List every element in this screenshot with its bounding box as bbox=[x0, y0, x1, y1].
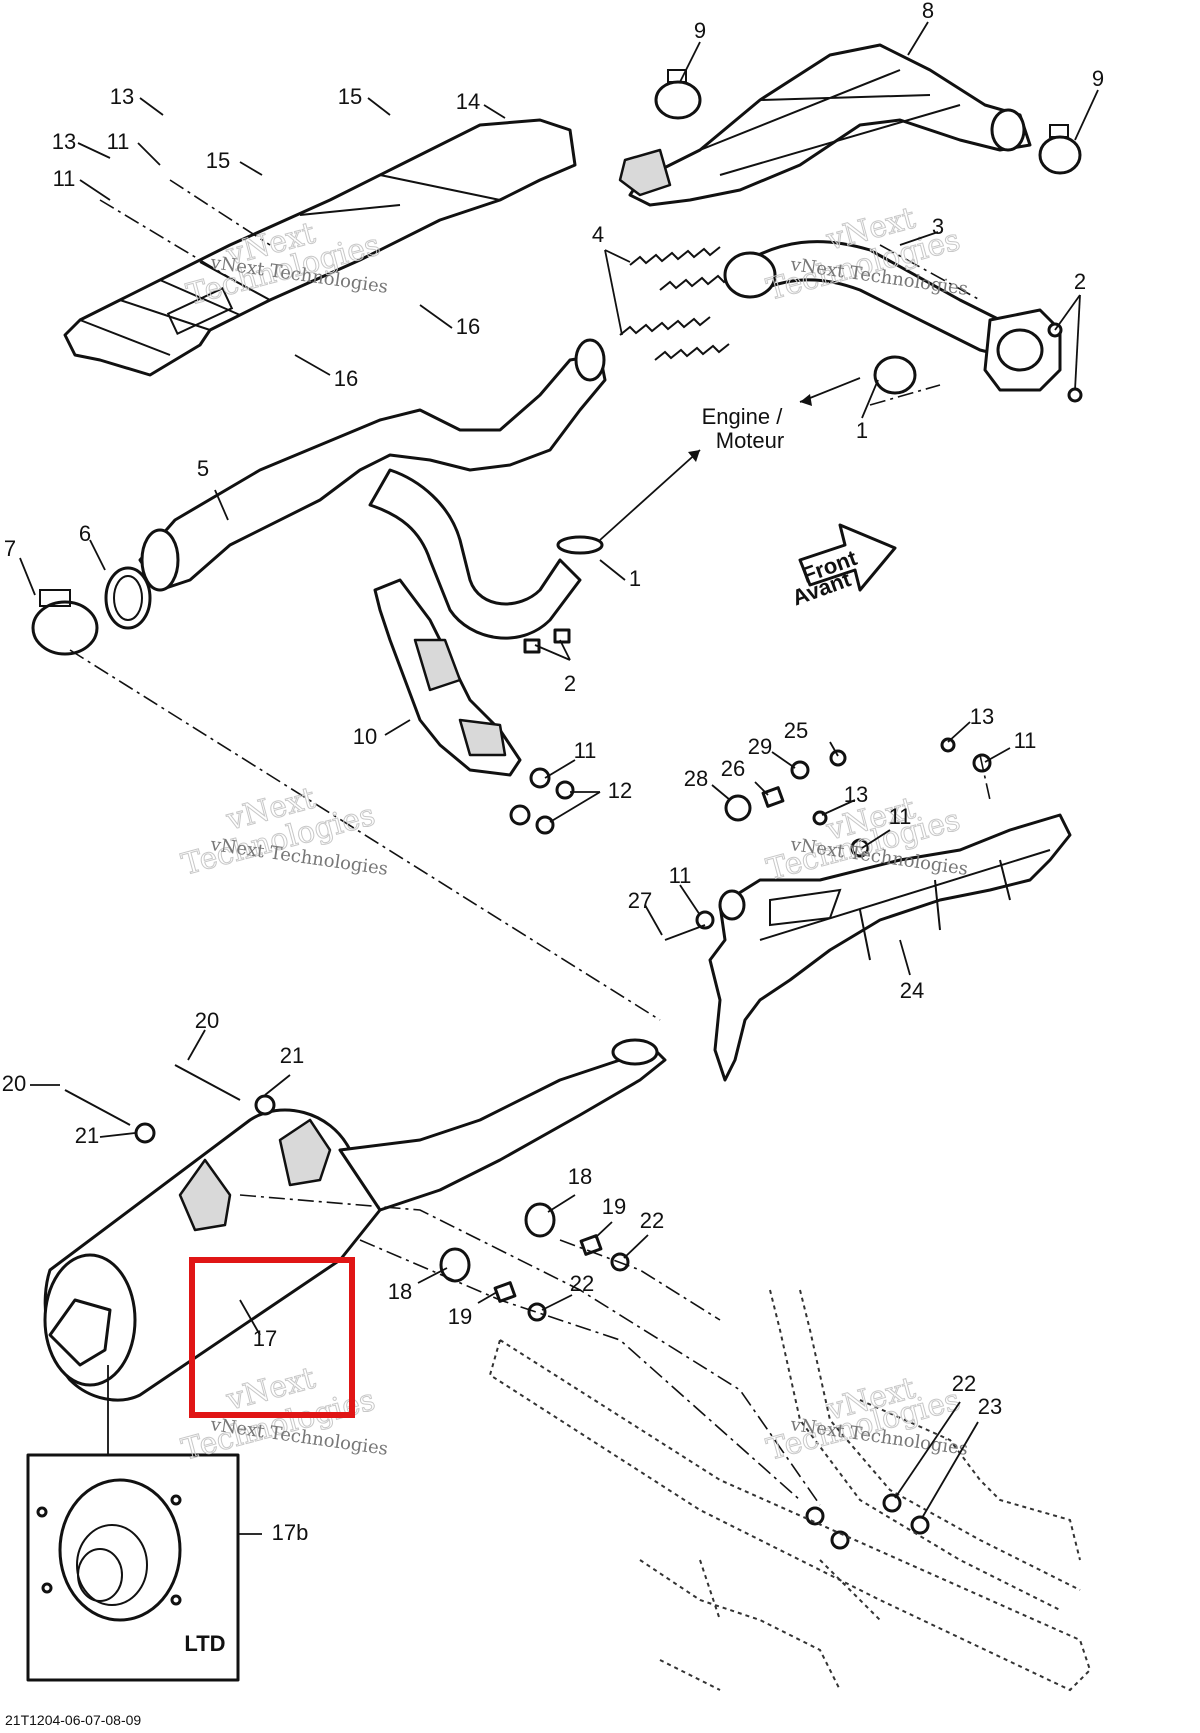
washers-11-12-mid bbox=[509, 767, 575, 835]
callout-12: 12 bbox=[608, 778, 632, 803]
callout-26: 26 bbox=[721, 756, 745, 781]
callout-5: 5 bbox=[197, 456, 209, 481]
clamp-9-right bbox=[1038, 124, 1082, 175]
callout-13: 13 bbox=[52, 129, 76, 154]
callout-19: 19 bbox=[448, 1304, 472, 1329]
hardware-25-29 bbox=[664, 737, 992, 941]
callout-20: 20 bbox=[195, 1008, 219, 1033]
callout-23: 23 bbox=[978, 1394, 1002, 1419]
callout-16: 16 bbox=[456, 314, 480, 339]
ltd-label: LTD bbox=[184, 1631, 225, 1656]
engine-label-line2: Moteur bbox=[716, 428, 784, 453]
callout-1: 1 bbox=[856, 418, 868, 443]
callout-4: 4 bbox=[592, 222, 604, 247]
engine-direction-arrow bbox=[599, 377, 861, 541]
callout-11: 11 bbox=[53, 166, 76, 191]
callout-25: 25 bbox=[784, 718, 808, 743]
y-pipe-5 bbox=[138, 338, 607, 640]
callout-8: 8 bbox=[922, 0, 934, 23]
callout-20: 20 bbox=[2, 1071, 26, 1096]
callout-11: 11 bbox=[669, 863, 692, 888]
heat-shield-24 bbox=[708, 813, 1072, 1082]
callout-22: 22 bbox=[570, 1271, 594, 1296]
nuts-2-mid bbox=[523, 628, 571, 654]
heat-shield-14 bbox=[63, 118, 577, 377]
callout-16: 16 bbox=[334, 366, 358, 391]
callout-22: 22 bbox=[640, 1208, 664, 1233]
callout-18: 18 bbox=[568, 1164, 592, 1189]
callout-2: 2 bbox=[564, 671, 576, 696]
callout-15: 15 bbox=[338, 84, 362, 109]
callout-9: 9 bbox=[694, 18, 706, 43]
header-pipe-3 bbox=[723, 240, 1062, 392]
highlight-box-17 bbox=[189, 1257, 355, 1418]
alignment-lines bbox=[69, 179, 991, 1506]
callout-19: 19 bbox=[602, 1194, 626, 1219]
muffler-17 bbox=[43, 1038, 667, 1402]
callout-2: 2 bbox=[1074, 269, 1086, 294]
clamp-9-left bbox=[654, 69, 702, 120]
front-arrow-icon bbox=[798, 523, 897, 592]
callout-15: 15 bbox=[206, 148, 230, 173]
callout-13: 13 bbox=[844, 782, 868, 807]
callout-27: 27 bbox=[628, 888, 652, 913]
springs-4 bbox=[619, 246, 735, 361]
coupler-6 bbox=[104, 566, 152, 630]
callout-6: 6 bbox=[79, 521, 91, 546]
callout-3: 3 bbox=[932, 214, 944, 239]
callout-11: 11 bbox=[1014, 728, 1037, 753]
callout-21: 21 bbox=[280, 1043, 304, 1068]
callout-21: 21 bbox=[75, 1123, 99, 1148]
callout-11: 11 bbox=[889, 804, 912, 829]
callout-13: 13 bbox=[110, 84, 134, 109]
callout-10: 10 bbox=[353, 724, 377, 749]
gasket-1-mid bbox=[556, 535, 604, 555]
vehicle-frame bbox=[488, 1289, 1092, 1692]
callout-29: 29 bbox=[748, 734, 772, 759]
callout-17b: 17b bbox=[272, 1520, 309, 1545]
callout-17: 17 bbox=[253, 1326, 277, 1351]
callout-24: 24 bbox=[900, 978, 924, 1003]
gasket-1-top bbox=[873, 355, 917, 395]
callout-11: 11 bbox=[574, 738, 597, 763]
callout-14: 14 bbox=[456, 89, 480, 114]
callout-1: 1 bbox=[629, 566, 641, 591]
callout-9: 9 bbox=[1092, 66, 1104, 91]
callout-28: 28 bbox=[684, 766, 708, 791]
heat-shield-10 bbox=[373, 578, 522, 777]
ltd-inset-17b bbox=[26, 1365, 262, 1682]
callout-13: 13 bbox=[970, 704, 994, 729]
leader-lines bbox=[19, 21, 1099, 1519]
callout-11: 11 bbox=[107, 129, 130, 154]
callout-7: 7 bbox=[4, 536, 16, 561]
document-code: 21T1204-06-07-08-09 bbox=[5, 1712, 141, 1728]
heat-shield-8 bbox=[618, 43, 1032, 207]
callout-22: 22 bbox=[952, 1371, 976, 1396]
callout-18: 18 bbox=[388, 1279, 412, 1304]
callout-labels: 9 8 9 13 15 14 13 11 15 11 4 3 2 16 16 1… bbox=[2, 0, 1104, 1545]
engine-label-line1: Engine / bbox=[702, 404, 784, 429]
clamp-7 bbox=[31, 589, 99, 656]
